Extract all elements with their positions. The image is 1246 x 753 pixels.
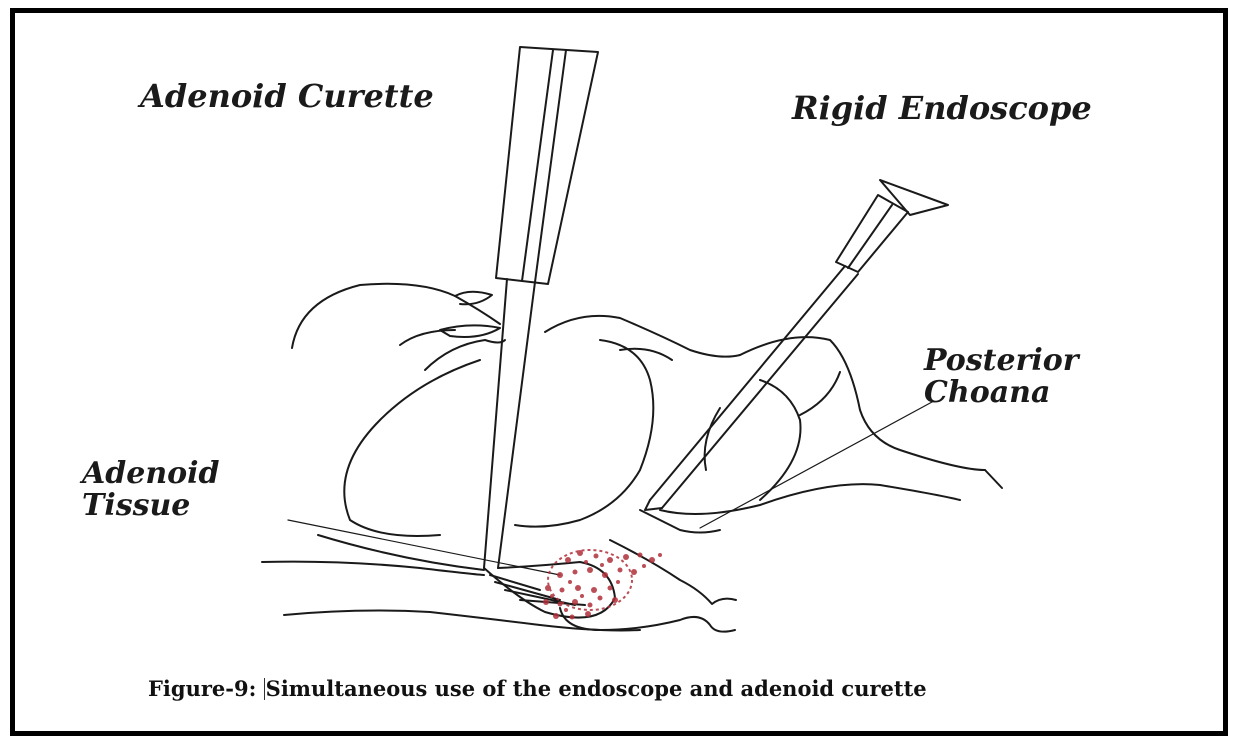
rigid-endoscope — [645, 180, 948, 510]
caption-text: Simultaneous use of the endoscope and ad… — [266, 676, 927, 701]
text-cursor — [264, 678, 265, 700]
figure-caption: Figure-9: Simultaneous use of the endosc… — [148, 676, 927, 701]
palate-anatomy — [262, 510, 736, 632]
nasal-anatomy — [292, 284, 1002, 536]
label-adenoid-curette: Adenoid Curette — [140, 80, 434, 114]
tissue-pointer-line — [288, 520, 560, 575]
adenoid-curette — [484, 47, 615, 618]
caption-prefix: Figure-9: — [148, 676, 264, 701]
label-rigid-endoscope: Rigid Endoscope — [792, 92, 1092, 126]
